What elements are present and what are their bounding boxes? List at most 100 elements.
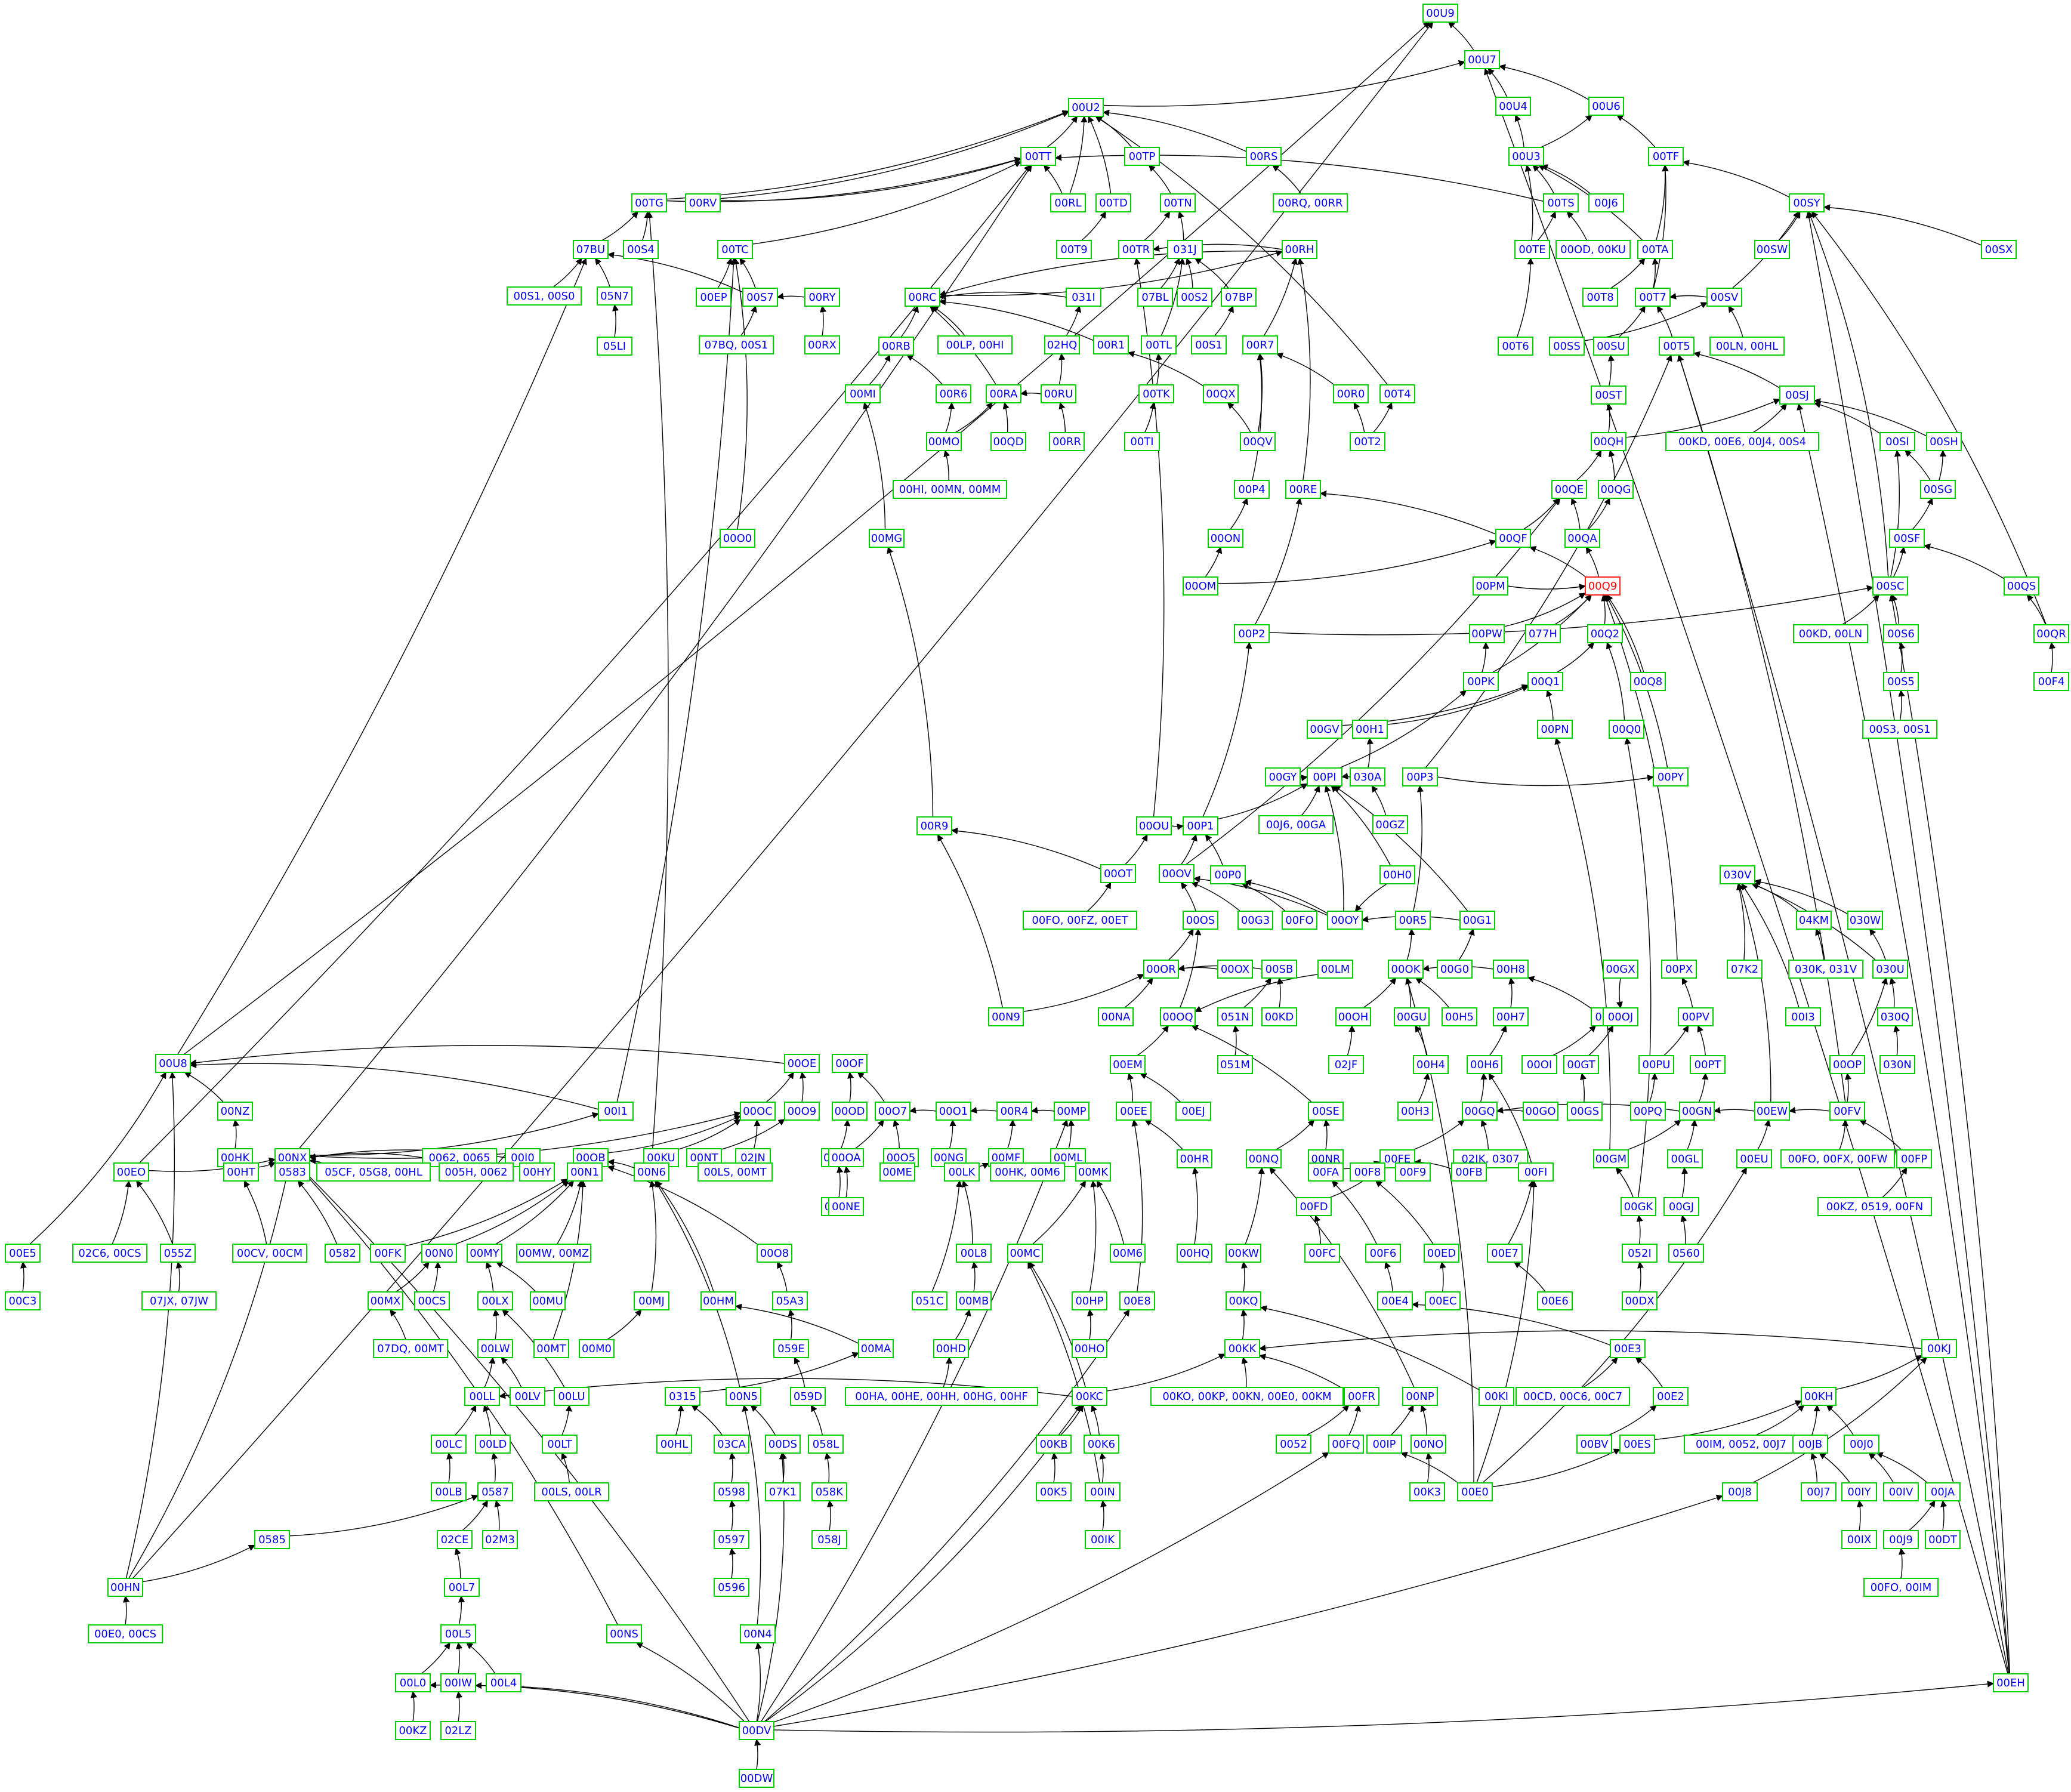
graph-edge — [1260, 1305, 1480, 1390]
node-label: 00U6 — [1592, 100, 1621, 113]
node-box — [254, 1530, 290, 1549]
graph-edge — [827, 1500, 834, 1531]
graph-edge — [1546, 689, 1554, 721]
node-box — [1665, 432, 1819, 451]
graph-node: 055Z — [160, 1244, 196, 1263]
node-label: 00OK — [1391, 963, 1421, 976]
graph-edge — [462, 1500, 488, 1531]
graph-node: 00O8 — [757, 1244, 792, 1263]
node-box — [832, 1102, 868, 1121]
node-box — [1366, 1435, 1402, 1454]
node-label: 00FO, 00IM — [1871, 1581, 1932, 1594]
graph-node: 00O9 — [784, 1102, 820, 1121]
node-box — [623, 240, 659, 259]
node-box — [1883, 672, 1919, 691]
node-label: 00GM — [1595, 1153, 1626, 1165]
node-label: 00EU — [1740, 1153, 1768, 1165]
graph-edge — [1841, 594, 1880, 625]
node-label: 00U4 — [1499, 100, 1527, 113]
node-label: 00NT — [690, 1152, 718, 1164]
graph-edge — [1185, 498, 1561, 865]
graph-node: 00KZ, 0519, 00FN — [1817, 1197, 1932, 1216]
node-label: 00OX — [1221, 963, 1249, 976]
graph-node: 00H4 — [1413, 1055, 1449, 1074]
node-box — [370, 1244, 406, 1263]
node-label: 00NR — [1311, 1153, 1341, 1165]
node-label: 00PM — [1476, 580, 1505, 593]
graph-node: 059D — [790, 1387, 826, 1406]
node-label: 00SX — [1985, 243, 2013, 256]
node-box — [1098, 1007, 1134, 1026]
node-box — [828, 1197, 864, 1216]
node-box — [717, 240, 753, 259]
graph-edge — [1898, 689, 1905, 721]
graph-node: 00Q9 — [1585, 576, 1621, 596]
node-label: 00PV — [1682, 1011, 1710, 1023]
node-label: 059E — [777, 1343, 805, 1355]
graph-node: 0597 — [714, 1530, 749, 1549]
node-box — [507, 286, 582, 306]
node-label: 00FP — [1901, 1153, 1927, 1165]
node-label: 00E3 — [1614, 1343, 1641, 1355]
node-label: 00L4 — [490, 1677, 517, 1689]
node-box — [1720, 865, 1755, 884]
node-box — [1591, 432, 1626, 451]
graph-node: 00OK — [1388, 960, 1424, 979]
node-box — [1217, 1007, 1253, 1026]
node-box — [1308, 1162, 1344, 1182]
node-label: 00O1 — [939, 1105, 968, 1118]
graph-node: 00EP — [696, 288, 732, 307]
graph-node: 00T9 — [1056, 240, 1092, 259]
graph-node: 00LT — [542, 1435, 578, 1454]
graph-node: 00KB — [1036, 1435, 1072, 1454]
graph-edge — [1680, 1214, 1687, 1245]
node-label: 00MF — [992, 1152, 1021, 1164]
graph-node: 0598 — [714, 1482, 749, 1501]
node-box — [1365, 1244, 1401, 1263]
graph-node: 00E8 — [1119, 1291, 1155, 1310]
graph-edge — [1552, 1025, 1597, 1056]
graph-edge — [1023, 974, 1145, 1012]
graph-node: 00QX — [1203, 384, 1239, 403]
node-label: 00QV — [1243, 436, 1273, 448]
node-box — [579, 1339, 615, 1358]
node-label: 0597 — [718, 1534, 745, 1546]
node-box — [1442, 1007, 1477, 1026]
graph-edge — [1347, 1025, 1356, 1056]
graph-edge — [1637, 1261, 1644, 1293]
graph-node: 00T2 — [1350, 432, 1385, 451]
node-label: 00OM — [1185, 580, 1217, 593]
graph-edge — [1244, 879, 1328, 914]
graph-edge — [616, 257, 737, 1103]
graph-edge — [847, 1071, 854, 1103]
node-label: 00MU — [532, 1295, 563, 1307]
node-label: 00HY — [523, 1166, 551, 1179]
node-box — [1883, 624, 1919, 643]
graph-edge — [1324, 785, 1344, 912]
node-box — [986, 384, 1021, 403]
graph-edge — [729, 1452, 736, 1483]
graph-edge — [1537, 211, 1557, 241]
node-box — [1727, 960, 1763, 979]
graph-node: 00PW — [1469, 624, 1505, 643]
node-box — [1537, 720, 1573, 739]
node-label: 00JB — [1798, 1438, 1823, 1451]
graph-node: 00FI — [1518, 1162, 1554, 1182]
graph-node: 00HT — [223, 1162, 259, 1182]
node-label: 07BP — [1225, 291, 1252, 304]
node-box — [1872, 960, 1908, 979]
graph-edge — [909, 1106, 937, 1114]
node-box — [1413, 1055, 1449, 1074]
graph-edge — [1194, 974, 1319, 1012]
node-box — [1829, 1055, 1865, 1074]
graph-node: 00FO, 00IM — [1863, 1578, 1939, 1597]
graph-node: 00SG — [1920, 480, 1956, 499]
node-box — [714, 1435, 749, 1454]
node-label: 00TR — [1122, 243, 1150, 256]
node-box — [1663, 1197, 1699, 1216]
graph-node: 00O0 — [720, 529, 755, 548]
node-box — [395, 1721, 431, 1740]
node-label: 030K, 031V — [1795, 963, 1857, 976]
graph-node: 00LU — [554, 1387, 589, 1406]
node-box — [1630, 672, 1666, 691]
